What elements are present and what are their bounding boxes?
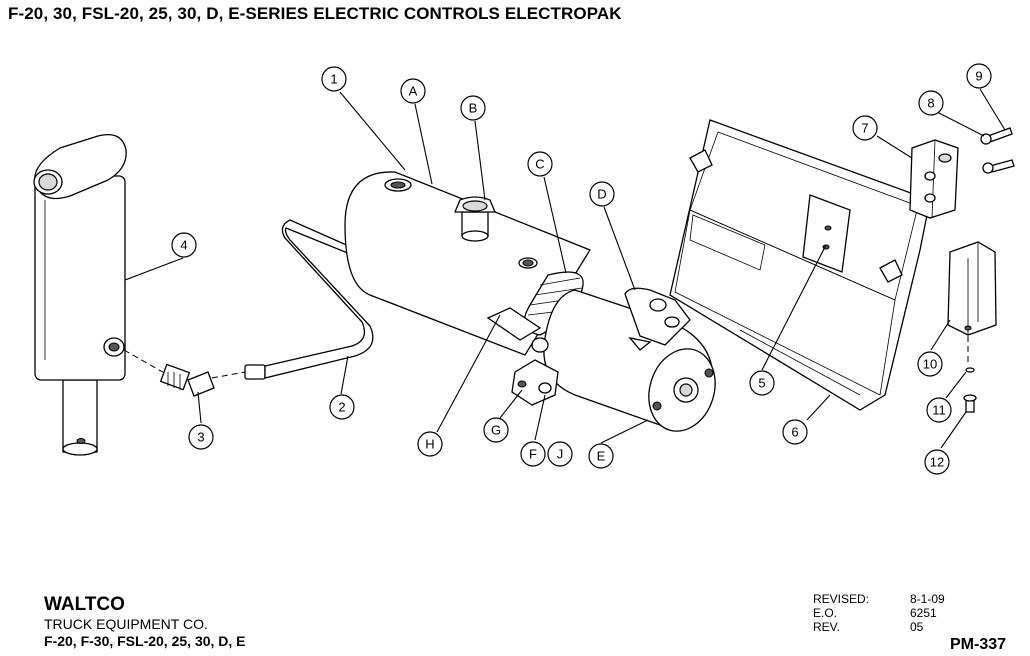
mounting-plate bbox=[802, 194, 851, 273]
callout-H: H bbox=[417, 431, 443, 457]
bracket-block bbox=[909, 139, 959, 219]
callout-12: 12 bbox=[924, 449, 950, 475]
svg-text:2: 2 bbox=[338, 400, 345, 415]
svg-text:5: 5 bbox=[758, 376, 765, 391]
eo-value: 6251 bbox=[910, 606, 937, 620]
svg-text:C: C bbox=[535, 157, 544, 172]
company-logo-text: WALTCO bbox=[44, 594, 125, 615]
svg-text:F: F bbox=[529, 447, 537, 462]
callout-8: 8 bbox=[918, 90, 944, 116]
callout-5: 5 bbox=[749, 370, 775, 396]
svg-text:11: 11 bbox=[932, 403, 946, 418]
breather-cap bbox=[454, 196, 496, 242]
svg-text:12: 12 bbox=[930, 455, 944, 470]
exploded-parts-diagram: 1 A B C D 4 2 3 H G F J E 5 6 7 8 9 10 1… bbox=[33, 63, 1015, 475]
company-block: WALTCO TRUCK EQUIPMENT CO. F-20, F-30, F… bbox=[44, 594, 246, 650]
callout-3: 3 bbox=[188, 424, 214, 450]
callout-J: J bbox=[547, 441, 573, 467]
svg-text:J: J bbox=[557, 447, 564, 462]
svg-text:E: E bbox=[597, 449, 606, 464]
revised-value: 8-1-09 bbox=[910, 592, 945, 606]
rev-value: 05 bbox=[910, 620, 924, 634]
callout-D: D bbox=[589, 181, 615, 207]
model-list: F-20, F-30, FSL-20, 25, 30, D, E bbox=[44, 633, 246, 649]
elbow-fitting bbox=[123, 349, 215, 397]
svg-text:D: D bbox=[597, 187, 606, 202]
svg-text:3: 3 bbox=[197, 430, 204, 445]
svg-text:4: 4 bbox=[180, 238, 187, 253]
callout-F: F bbox=[520, 441, 546, 467]
revised-label: REVISED: bbox=[813, 592, 870, 606]
svg-text:9: 9 bbox=[975, 69, 982, 84]
svg-text:H: H bbox=[425, 437, 434, 452]
valve-block bbox=[486, 307, 559, 406]
callout-G: G bbox=[483, 417, 509, 443]
svg-text:7: 7 bbox=[861, 121, 868, 136]
svg-text:B: B bbox=[469, 101, 478, 116]
svg-text:1: 1 bbox=[330, 72, 337, 87]
svg-text:8: 8 bbox=[927, 96, 934, 111]
svg-text:10: 10 bbox=[923, 357, 937, 372]
screws bbox=[980, 127, 1015, 174]
callout-E-lower: E bbox=[588, 443, 614, 469]
eo-label: E.O. bbox=[813, 606, 838, 620]
document-number: PM-337 bbox=[950, 636, 1007, 653]
svg-text:A: A bbox=[409, 84, 418, 99]
rev-label: REV. bbox=[813, 620, 840, 634]
callout-11: 11 bbox=[926, 397, 952, 423]
revision-block: REVISED: 8-1-09 E.O. 6251 REV. 05 bbox=[813, 592, 945, 634]
callout-A: A bbox=[400, 78, 426, 104]
callout-1: 1 bbox=[321, 66, 347, 92]
callout-2: 2 bbox=[329, 394, 355, 420]
callout-C: C bbox=[527, 151, 553, 177]
callout-6: 6 bbox=[782, 419, 808, 445]
svg-text:G: G bbox=[491, 423, 501, 438]
angle-bracket bbox=[947, 241, 997, 336]
hydraulic-cylinder bbox=[33, 133, 127, 456]
washer-and-bolt bbox=[963, 336, 977, 413]
callout-9: 9 bbox=[966, 63, 992, 89]
callout-B: B bbox=[460, 95, 486, 121]
company-name: TRUCK EQUIPMENT CO. bbox=[44, 616, 208, 632]
motor-solenoid bbox=[624, 287, 691, 351]
leader-lines bbox=[124, 88, 1006, 449]
callout-7: 7 bbox=[852, 115, 878, 141]
callout-10: 10 bbox=[917, 351, 943, 377]
callout-4: 4 bbox=[171, 232, 197, 258]
svg-text:6: 6 bbox=[791, 425, 798, 440]
page-title: F-20, 30, FSL-20, 25, 30, D, E-SERIES EL… bbox=[8, 4, 622, 23]
